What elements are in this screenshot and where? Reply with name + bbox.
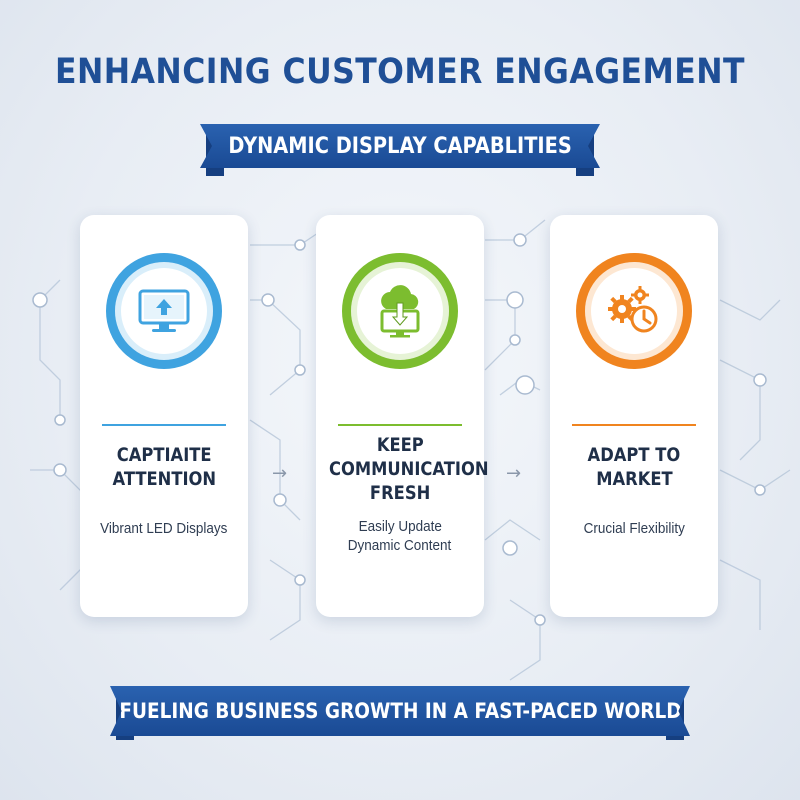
cloud-download-monitor-icon xyxy=(380,285,420,338)
card-3-icon-ring xyxy=(576,253,692,369)
monitor-upload-icon xyxy=(138,289,190,332)
card-keep-communication-fresh: KEEP COMMUNICATION FRESH Easily Update D… xyxy=(316,215,489,617)
subtitle-banner: DYNAMIC DISPLAY CAPABLITIES xyxy=(200,124,600,168)
card-1-divider xyxy=(102,424,226,426)
card-3-title: ADAPT TO MARKET xyxy=(587,444,681,490)
card-3-description: Crucial Flexibility xyxy=(583,520,685,537)
main-title: ENHANCING CUSTOMER ENGAGEMENT xyxy=(54,52,745,92)
card-adapt-to-market: ADAPT TO MARKET Crucial Flexibility xyxy=(550,215,718,617)
card-2-title: KEEP COMMUNICATION FRESH xyxy=(328,434,489,504)
gears-clock-icon xyxy=(608,286,658,333)
card-3-divider xyxy=(572,424,696,426)
footer-banner: FUELING BUSINESS GROWTH IN A FAST-PACED … xyxy=(110,686,690,736)
card-1-title: CAPTIAITE ATTENTION xyxy=(112,444,216,490)
arrow-1: → xyxy=(272,463,288,484)
arrow-2: → xyxy=(506,463,522,484)
footer-text: FUELING BUSINESS GROWTH IN A FAST-PACED … xyxy=(118,699,682,723)
card-1-description: Vibrant LED Displays xyxy=(100,520,228,537)
card-1-icon-ring xyxy=(106,253,222,369)
card-2-description: Easily Update Dynamic Content xyxy=(348,518,452,554)
card-2-divider xyxy=(338,424,462,426)
subtitle-text: DYNAMIC DISPLAY CAPABLITIES xyxy=(228,133,572,159)
card-capture-attention: CAPTIAITE ATTENTION Vibrant LED Displays xyxy=(80,215,248,617)
card-2-icon-ring xyxy=(342,253,458,369)
